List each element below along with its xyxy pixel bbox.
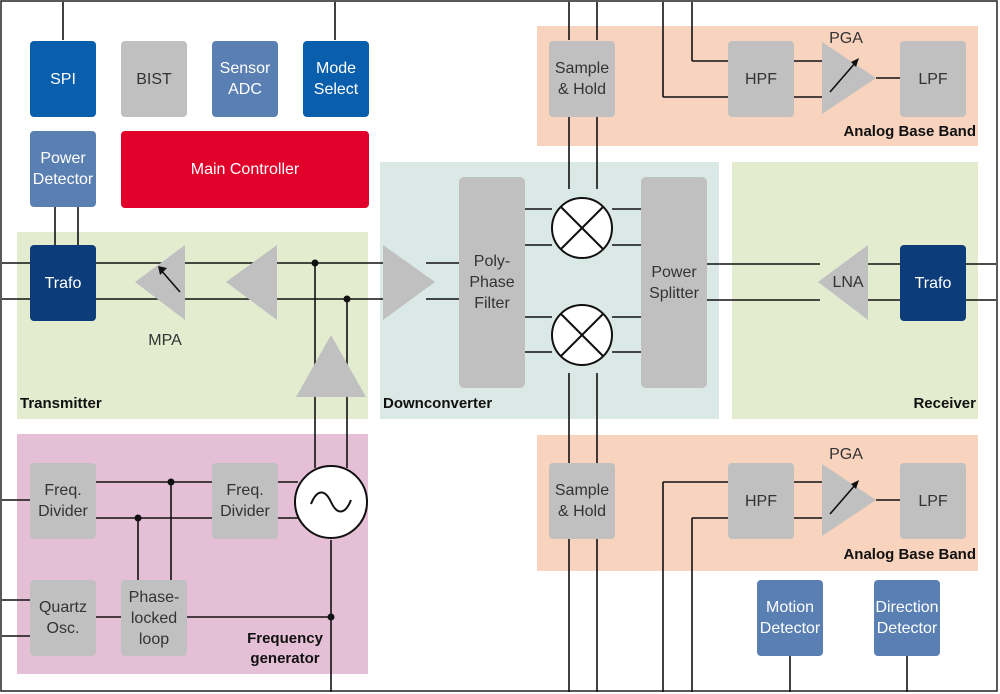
oscillator-icon xyxy=(294,465,368,539)
receiver-section-label: Receiver xyxy=(913,395,976,412)
main-controller-block xyxy=(121,131,369,208)
downconverter-input-amplifier-icon xyxy=(383,245,435,320)
lo-buffer-amplifier-icon xyxy=(296,335,366,397)
pga-top-variable-arrow-icon xyxy=(829,61,857,93)
power-detector-block xyxy=(30,131,96,207)
power-splitter-block xyxy=(641,177,707,388)
lpf-bottom-block xyxy=(900,463,966,539)
sample-hold-top-block xyxy=(549,41,615,117)
mpa-arrowhead-icon xyxy=(158,266,167,275)
mixer-bottom-icon xyxy=(551,304,613,366)
hpf-top-block xyxy=(728,41,794,117)
lna-amplifier-icon xyxy=(818,245,868,320)
pga-top-amplifier-icon xyxy=(822,42,876,114)
sample-hold-bottom-block xyxy=(549,463,615,539)
pga-bottom-amplifier-icon xyxy=(822,464,876,536)
pga-bottom-arrowhead-icon xyxy=(851,480,859,489)
tx-driver-amplifier-icon xyxy=(226,245,277,320)
frequency-generator-section-label: Frequency generator xyxy=(247,630,323,667)
trafo-tx-block xyxy=(30,245,96,321)
trafo-rx-block xyxy=(900,245,966,321)
mode-select-block xyxy=(303,41,369,117)
mpa-variable-arrow-icon xyxy=(159,268,181,293)
polyphase-filter-block xyxy=(459,177,525,388)
motion-detector-block xyxy=(757,580,823,656)
analog-base-band-top-section-label: Analog Base Band xyxy=(843,123,976,140)
junction-dots xyxy=(134,259,351,621)
bist-block xyxy=(121,41,187,117)
direction-detector-block xyxy=(874,580,940,656)
downconverter-section-label: Downconverter xyxy=(383,395,493,412)
analog-base-band-bottom-section-label: Analog Base Band xyxy=(843,546,976,563)
mpa-amplifier-icon xyxy=(135,245,185,320)
quartz-osc-block xyxy=(30,580,96,656)
pga-bottom-variable-arrow-icon xyxy=(829,483,857,515)
sensor-adc-block xyxy=(212,41,278,117)
spi-block xyxy=(30,41,96,117)
pll-block xyxy=(121,580,187,656)
freq-divider-left-block xyxy=(30,463,96,539)
lpf-top-block xyxy=(900,41,966,117)
pga-top-arrowhead-icon xyxy=(851,58,859,67)
hpf-bottom-block xyxy=(728,463,794,539)
transmitter-section-label: Transmitter xyxy=(20,395,102,412)
freq-divider-right-block xyxy=(212,463,278,539)
mixer-top-icon xyxy=(551,197,613,259)
